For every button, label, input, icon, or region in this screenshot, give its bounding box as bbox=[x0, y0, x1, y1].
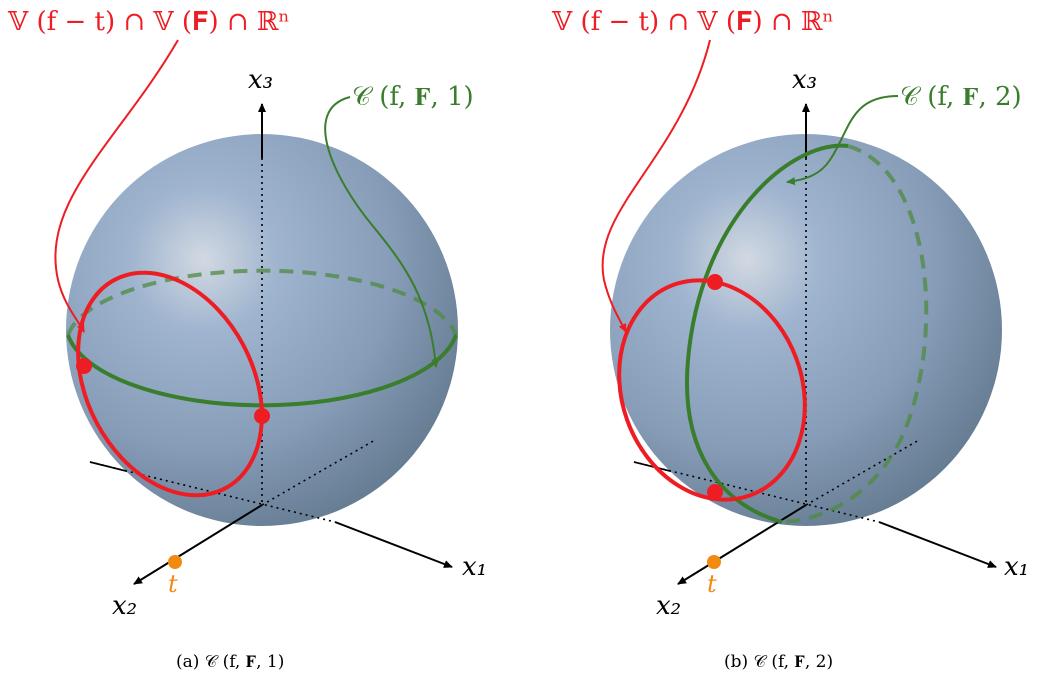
green-curve-label-a: 𝒞 (f, 𝐅, 1) bbox=[352, 82, 474, 112]
red-curve-a bbox=[76, 270, 264, 498]
caption-a: (a) 𝒞 (f, 𝐅, 1) bbox=[176, 652, 284, 672]
x3-label-b: x₃ bbox=[792, 65, 817, 95]
intersection-point-2-a bbox=[254, 408, 270, 424]
intersection-point-1-b bbox=[707, 274, 723, 290]
red-callout-arrow-b bbox=[601, 39, 711, 333]
x2-axis-dotted-b bbox=[805, 439, 920, 506]
red-curve-label-b: 𝕍 (f − t) ∩ 𝕍 (𝐅) ∩ ℝⁿ bbox=[551, 7, 834, 37]
x2-axis-dotted-a bbox=[261, 439, 376, 506]
green-callout-arrow-a bbox=[324, 96, 440, 368]
green-curve-back-b bbox=[781, 144, 929, 524]
caption-b: (b) 𝒞 (f, 𝐅, 2) bbox=[724, 652, 833, 672]
t-point-a bbox=[168, 555, 182, 569]
intersection-point-1-a bbox=[76, 358, 92, 374]
green-curve-front-b bbox=[685, 143, 849, 524]
red-curve-label-a: 𝕍 (f − t) ∩ 𝕍 (𝐅) ∩ ℝⁿ bbox=[7, 7, 290, 37]
green-callout-arrow-b bbox=[786, 95, 899, 186]
x1-label-a: x₁ bbox=[462, 552, 487, 582]
t-label-b: t bbox=[707, 570, 717, 598]
panel-b: 𝕍 (f − t) ∩ 𝕍 (𝐅) ∩ ℝⁿ 𝒞 (f, 𝐅, 2) x₃ x₁… bbox=[551, 7, 1029, 672]
t-label-a: t bbox=[168, 570, 178, 598]
red-callout-arrow-a bbox=[54, 39, 179, 333]
panel-a: 𝕍 (f − t) ∩ 𝕍 (𝐅) ∩ ℝⁿ 𝒞 (f, 𝐅, 1) x₃ x₁… bbox=[7, 7, 487, 672]
x2-axis-b bbox=[677, 504, 807, 585]
t-point-b bbox=[707, 555, 721, 569]
x2-label-a: x₂ bbox=[112, 591, 137, 621]
x1-axis-a bbox=[334, 521, 453, 568]
red-curve-b bbox=[617, 278, 807, 502]
x2-label-b: x₂ bbox=[656, 591, 681, 621]
x3-label-a: x₃ bbox=[248, 65, 273, 95]
green-curve-label-b: 𝒞 (f, 𝐅, 2) bbox=[900, 82, 1022, 112]
x1-axis-b bbox=[878, 521, 997, 568]
intersection-point-2-b bbox=[707, 484, 723, 500]
green-curve-back-a bbox=[66, 268, 458, 336]
sphere-b bbox=[610, 134, 1002, 526]
sphere-a bbox=[66, 134, 458, 526]
x1-label-b: x₁ bbox=[1004, 552, 1029, 582]
x2-axis-a bbox=[133, 504, 263, 585]
